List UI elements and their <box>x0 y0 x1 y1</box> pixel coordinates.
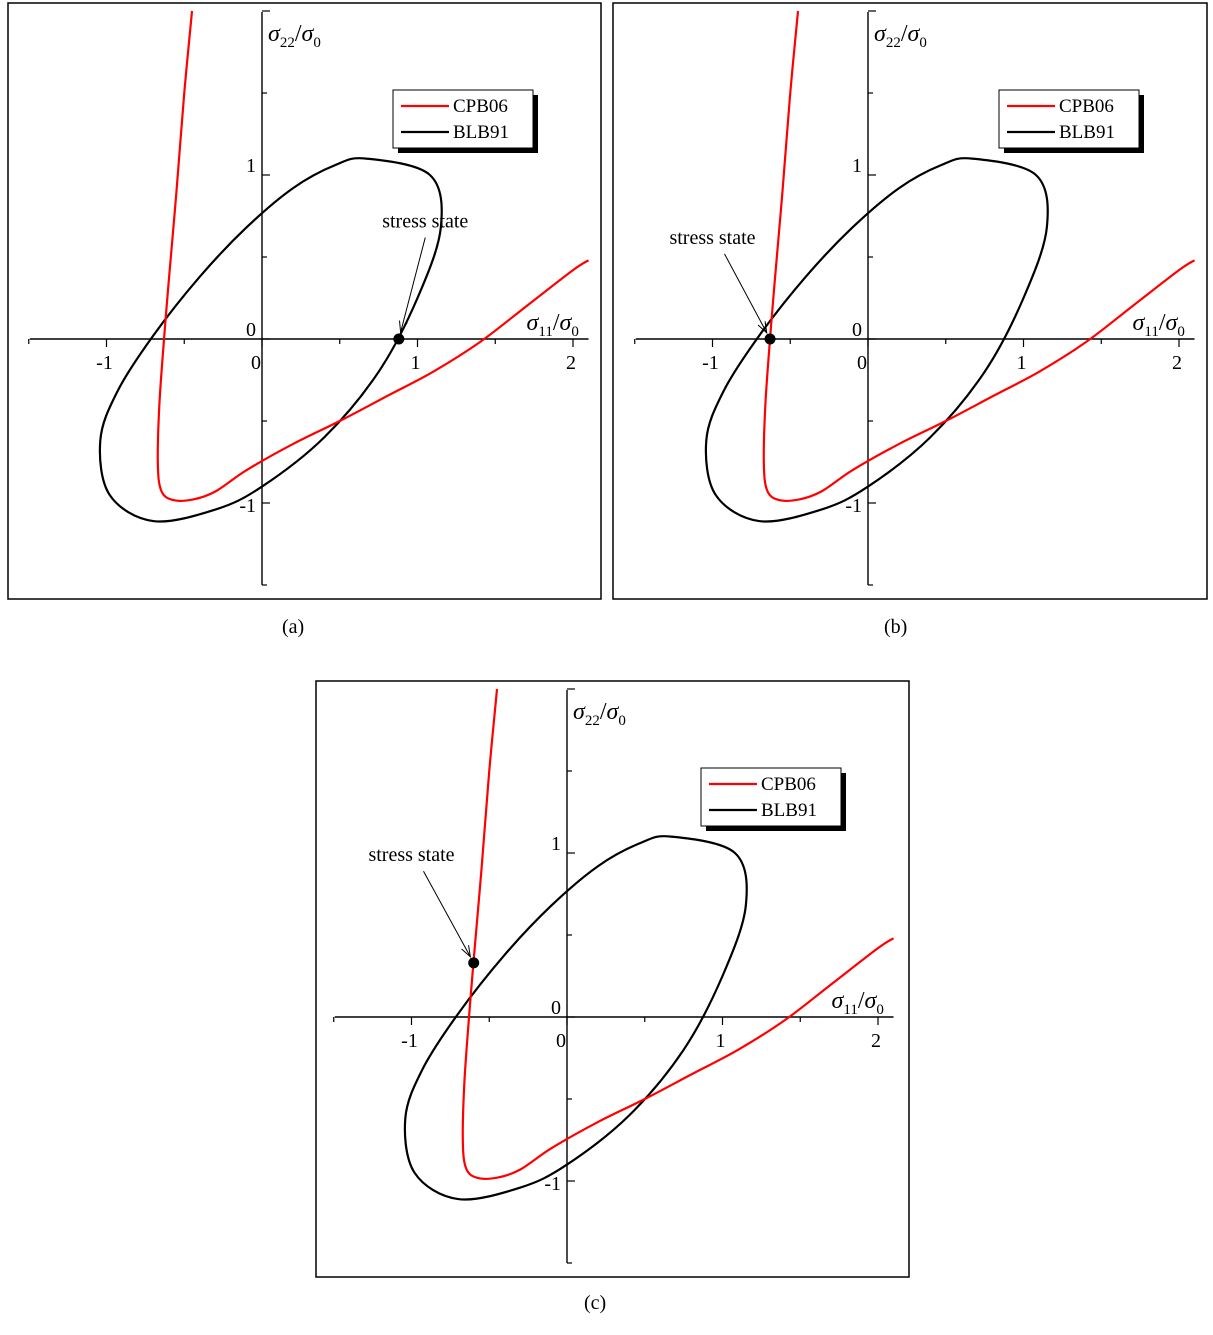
stress-state-marker <box>468 957 480 969</box>
legend-label-cpb06: CPB06 <box>761 774 816 795</box>
y-axis-label: σ22/σ0 <box>268 21 321 51</box>
x-tick-label: 0 <box>251 352 261 374</box>
y-tick-label: 1 <box>551 833 561 855</box>
legend-box <box>392 89 534 149</box>
y-tick-label: 1 <box>246 155 256 177</box>
y-tick-label: 0 <box>551 997 561 1019</box>
annotation-label: stress state <box>368 844 454 866</box>
panel-caption-c: (c) <box>584 1292 607 1314</box>
y-tick-label: -1 <box>239 495 256 517</box>
annotation-arrowhead <box>757 321 768 335</box>
series-blb91 <box>704 157 1049 523</box>
y-axis-label: σ22/σ0 <box>874 21 927 51</box>
series-cpb06 <box>156 10 590 502</box>
x-tick-label: 2 <box>1172 352 1182 374</box>
x-tick-label: 1 <box>411 352 421 374</box>
series-blb91 <box>98 157 443 523</box>
legend-box <box>998 89 1140 149</box>
series-layer <box>704 10 1196 523</box>
series-cpb06 <box>762 10 1196 502</box>
x-axis-label: σ11/σ0 <box>832 988 884 1018</box>
y-axis-label: σ22/σ0 <box>573 699 626 729</box>
annotation-label: stress state <box>669 227 755 249</box>
annotation-label: stress state <box>382 210 468 232</box>
series-blb91 <box>403 835 748 1201</box>
annotation-arrow <box>423 870 471 957</box>
annotation-arrowhead <box>461 945 472 959</box>
y-tick-label: 0 <box>246 319 256 341</box>
x-tick-label: -1 <box>401 1030 418 1052</box>
legend-label-blb91: BLB91 <box>761 800 817 821</box>
x-tick-label: -1 <box>702 352 719 374</box>
series-layer <box>403 688 895 1201</box>
legend-label-cpb06: CPB06 <box>1059 96 1114 117</box>
x-tick-label: -1 <box>96 352 113 374</box>
x-axis-label: σ11/σ0 <box>1133 310 1185 340</box>
x-axis-label: σ11/σ0 <box>527 310 579 340</box>
x-tick-label: 1 <box>716 1030 726 1052</box>
legend-label-cpb06: CPB06 <box>453 96 508 117</box>
legend-label-blb91: BLB91 <box>1059 122 1115 143</box>
y-tick-label: 0 <box>852 319 862 341</box>
x-tick-label: 2 <box>566 352 576 374</box>
y-tick-label: -1 <box>544 1173 561 1195</box>
y-tick-label: -1 <box>845 495 862 517</box>
series-layer <box>98 10 590 523</box>
x-tick-label: 2 <box>871 1030 881 1052</box>
stress-state-marker <box>393 333 405 345</box>
stress-state-marker <box>764 333 776 345</box>
x-tick-label: 0 <box>857 352 867 374</box>
annotation-arrow <box>724 253 768 334</box>
legend-box <box>700 767 842 827</box>
panel-caption-a: (a) <box>282 616 305 638</box>
legend-label-blb91: BLB91 <box>453 122 509 143</box>
series-cpb06 <box>461 688 895 1180</box>
x-tick-label: 0 <box>556 1030 566 1052</box>
x-tick-label: 1 <box>1017 352 1027 374</box>
annotation-arrowhead <box>399 320 408 334</box>
y-tick-label: 1 <box>852 155 862 177</box>
annotation-arrow <box>400 237 426 333</box>
panel-caption-b: (b) <box>884 616 908 638</box>
